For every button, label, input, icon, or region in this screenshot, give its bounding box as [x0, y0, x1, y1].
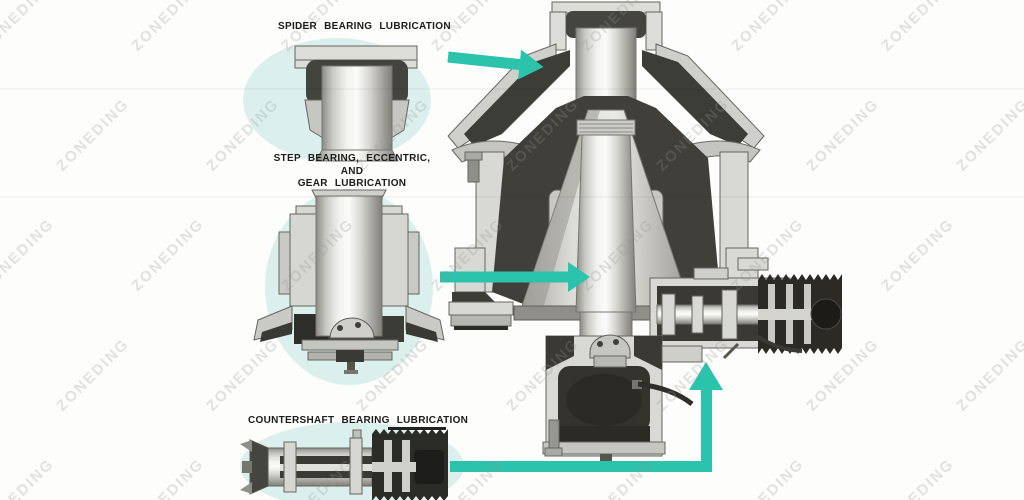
step-bearing-label: STEP BEARING, ECCENTRIC, AND GEAR LUBRIC… [262, 153, 442, 191]
spider-bearing-label: SPIDER BEARING LUBRICATION [278, 21, 451, 32]
countershaft-bearing-label: COUNTERSHAFT BEARING LUBRICATION [248, 415, 469, 426]
countershaft-detail-figure [240, 422, 464, 500]
main-crusher-figure [447, 1, 842, 461]
arrow-countershaft-bearing [450, 362, 723, 472]
step-bearing-label-line1: STEP BEARING, ECCENTRIC, AND [273, 153, 431, 177]
step-bearing-detail-figure [253, 189, 445, 385]
step-bearing-label-line2: GEAR LUBRICATION [297, 178, 407, 189]
spider-bearing-detail-figure [243, 38, 431, 162]
arrow-spider-bearing [447, 49, 544, 80]
arrow-step-bearing [440, 262, 590, 292]
scan-artifact-line [0, 196, 1024, 198]
scan-artifact-line [0, 88, 1024, 90]
